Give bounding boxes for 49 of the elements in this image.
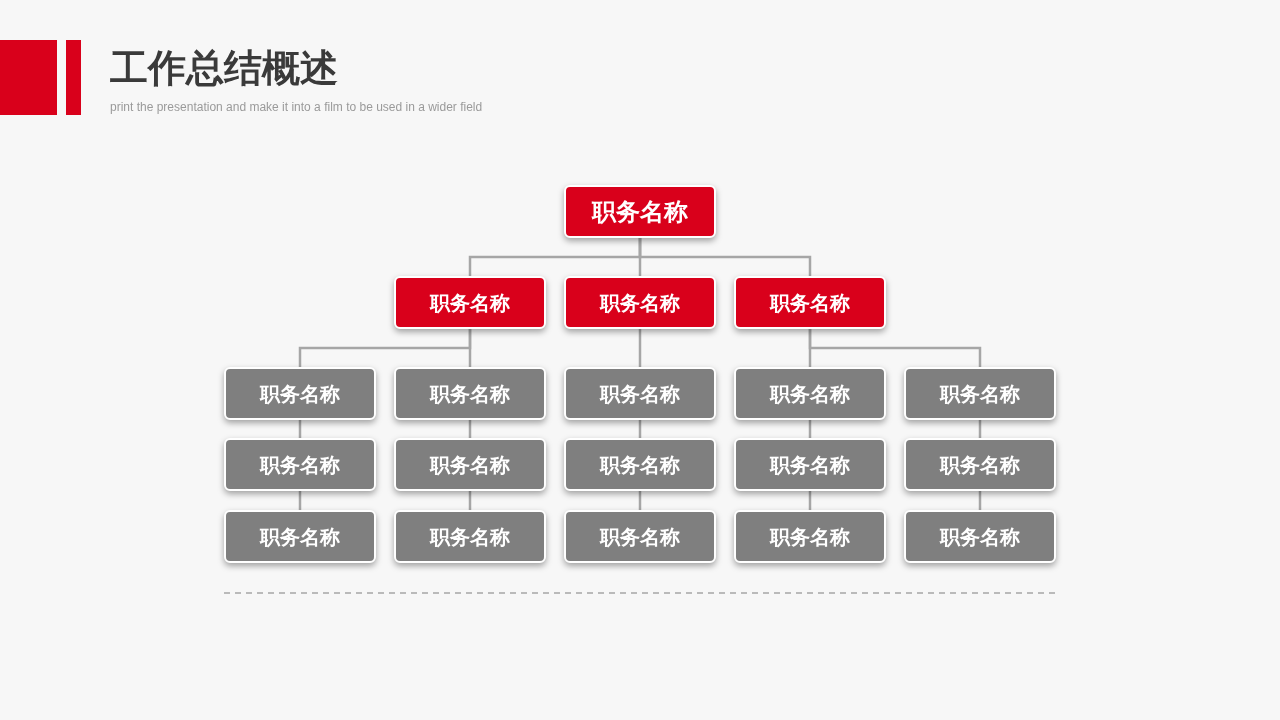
position-box (904, 367, 1056, 420)
position-title: 职务名称 (600, 451, 680, 479)
connector-line (638, 491, 642, 510)
position-title: 职务名称 (600, 289, 680, 317)
connector-line (808, 491, 812, 510)
position-box (224, 510, 376, 563)
position-box (564, 185, 716, 238)
connector-line (978, 491, 982, 510)
position-box (564, 276, 716, 329)
position-title: 职务名称 (592, 196, 688, 228)
position-title: 职务名称 (430, 523, 510, 551)
connector-line (468, 491, 472, 510)
position-box (734, 510, 886, 563)
position-title: 职务名称 (430, 451, 510, 479)
position-box (734, 367, 886, 420)
position-box (394, 438, 546, 491)
position-title: 职务名称 (940, 451, 1020, 479)
position-title: 职务名称 (430, 289, 510, 317)
connector-line (468, 329, 472, 367)
position-box (394, 367, 546, 420)
position-box (734, 438, 886, 491)
position-title: 职务名称 (940, 523, 1020, 551)
connector-line (808, 329, 982, 367)
slide-title: 工作总结概述 (110, 45, 338, 92)
position-box (564, 438, 716, 491)
position-title: 职务名称 (940, 380, 1020, 408)
position-title: 职务名称 (260, 451, 340, 479)
position-box (904, 510, 1056, 563)
position-title: 职务名称 (430, 380, 510, 408)
position-title: 职务名称 (600, 380, 680, 408)
position-title: 职务名称 (260, 523, 340, 551)
position-title: 职务名称 (260, 380, 340, 408)
connector-line (298, 491, 302, 510)
connector-line (638, 238, 812, 276)
position-box (394, 276, 546, 329)
position-title: 职务名称 (770, 289, 850, 317)
position-title: 职务名称 (770, 451, 850, 479)
position-box (564, 367, 716, 420)
position-title: 职务名称 (770, 523, 850, 551)
position-box (224, 367, 376, 420)
connector-line (638, 329, 642, 367)
position-box (904, 438, 1056, 491)
position-box (394, 510, 546, 563)
position-box (224, 438, 376, 491)
position-title: 职务名称 (770, 380, 850, 408)
subtitle: print the presentation and make it into a film to be used in a wider field (110, 99, 483, 116)
position-box (734, 276, 886, 329)
position-title: 职务名称 (600, 523, 680, 551)
position-box (564, 510, 716, 563)
